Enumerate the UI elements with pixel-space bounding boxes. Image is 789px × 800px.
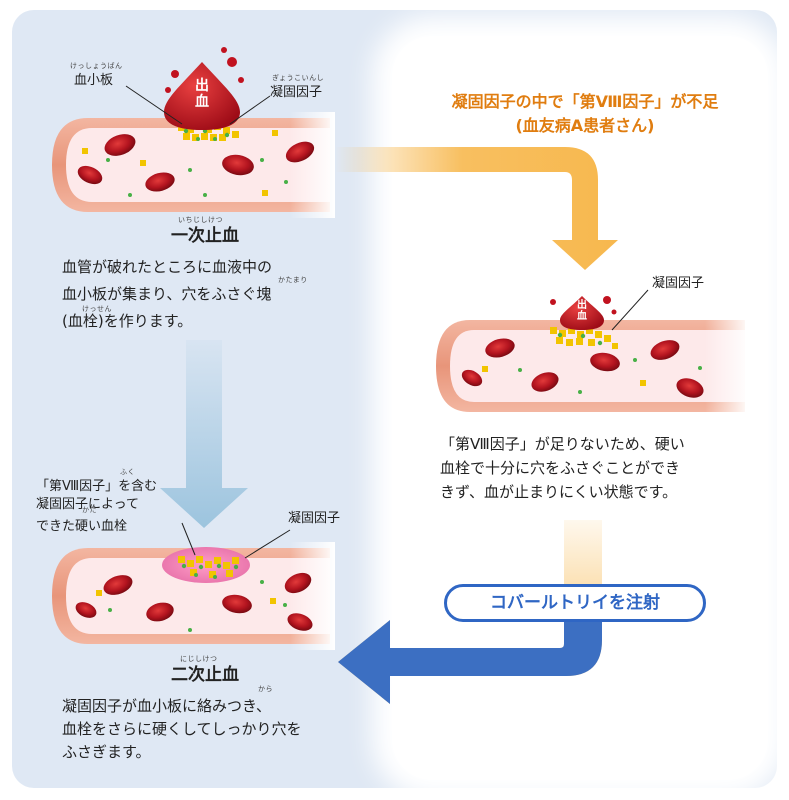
clotting-factor-label-right: 凝固因子	[652, 276, 705, 291]
hard-clot-line-2: 凝固因子によって	[36, 497, 139, 512]
shortage-description: 「第Ⅷ因子」が足りないため、硬い 血栓で十分に穴をふさぐことができ きず、血が止…	[440, 432, 760, 504]
bleeding-drop-large	[164, 47, 244, 130]
bleeding-label-small-1: 出	[577, 300, 587, 311]
secondary-desc-line-1: 凝固因子が血小板に絡みつき、	[62, 697, 271, 715]
clotting-factor-label-secondary: 凝固因子	[288, 511, 341, 526]
bleeding-drop-small	[550, 296, 617, 330]
bleeding-label-2: 血	[195, 94, 209, 110]
bleeding-label-small: 出 血	[571, 300, 593, 322]
shortage-heading-line-2: (血友病A患者さん)	[515, 116, 655, 135]
secondary-title-ruby: にじしけつ	[180, 655, 218, 663]
hard-clot-line-1: 「第Ⅷ因子」を含む	[36, 479, 158, 494]
primary-title: 一次止血	[171, 226, 239, 246]
clotting-factor-ruby: ぎょうこいんし	[272, 74, 325, 82]
arrow-to-shortage	[335, 147, 618, 270]
platelet-label: 血小板	[74, 73, 114, 88]
platelet-clusters	[82, 123, 646, 604]
injection-label: コバールトリイを注射	[444, 584, 706, 622]
secondary-desc-line-3: ふさぎます。	[62, 743, 151, 761]
primary-ruby-kessen: けっせん	[82, 305, 112, 313]
primary-description: 血管が破れたところに血液中の 血小板が集まり、穴をふさぐ塊 (血栓)を作ります。	[62, 256, 362, 332]
arrow-primary-to-secondary	[160, 340, 248, 528]
shortage-desc-line-1: 「第Ⅷ因子」が足りないため、硬い	[440, 435, 685, 453]
primary-desc-line-1: 血管が破れたところに血液中の	[62, 258, 273, 276]
shortage-desc-line-2: 血栓で十分に穴をふさぐことができ	[440, 459, 681, 477]
vessel-secondary	[52, 542, 335, 650]
red-blood-cells	[75, 134, 704, 631]
hard-clot-line-3: できた硬い血栓	[36, 519, 128, 534]
bleeding-label-small-2: 血	[577, 311, 587, 322]
primary-desc-line-3: (血栓)を作ります。	[62, 312, 193, 330]
platelet-ruby: けっしょうばん	[70, 62, 123, 70]
hard-clot-ruby-fuku: ふく	[120, 468, 135, 476]
primary-title-ruby: いちじしけつ	[178, 216, 223, 224]
clotting-factor-label-top: 凝固因子	[270, 85, 323, 100]
bleeding-label: 出 血	[192, 78, 212, 110]
shortage-heading: 凝固因子の中で「第Ⅷ因子」が不足 (血友病A患者さん)	[410, 90, 760, 138]
shortage-desc-line-3: きず、血が止まりにくい状態です。	[440, 483, 678, 501]
leader-lines	[125, 85, 649, 559]
primary-ruby-katamari: かたまり	[278, 276, 308, 284]
arrow-injection-to-secondary	[338, 520, 602, 704]
shortage-heading-line-1: 凝固因子の中で「第Ⅷ因子」が不足	[451, 92, 719, 111]
clotting-factor-dots	[106, 128, 702, 632]
secondary-desc-line-2: 血栓をさらに硬くしてしっかり穴を	[62, 720, 302, 738]
secondary-title: 二次止血	[171, 665, 239, 685]
hard-clot-ruby-kata: かた	[82, 506, 97, 514]
hard-clot-label: 「第Ⅷ因子」を含む 凝固因子によって できた硬い血栓	[36, 478, 157, 536]
bleeding-label-1: 出	[195, 78, 209, 94]
secondary-ruby-kara: から	[258, 685, 273, 693]
primary-desc-line-2: 血小板が集まり、穴をふさぐ塊	[62, 285, 272, 303]
secondary-description: 凝固因子が血小板に絡みつき、 血栓をさらに硬くしてしっかり穴を ふさぎます。	[62, 695, 382, 763]
